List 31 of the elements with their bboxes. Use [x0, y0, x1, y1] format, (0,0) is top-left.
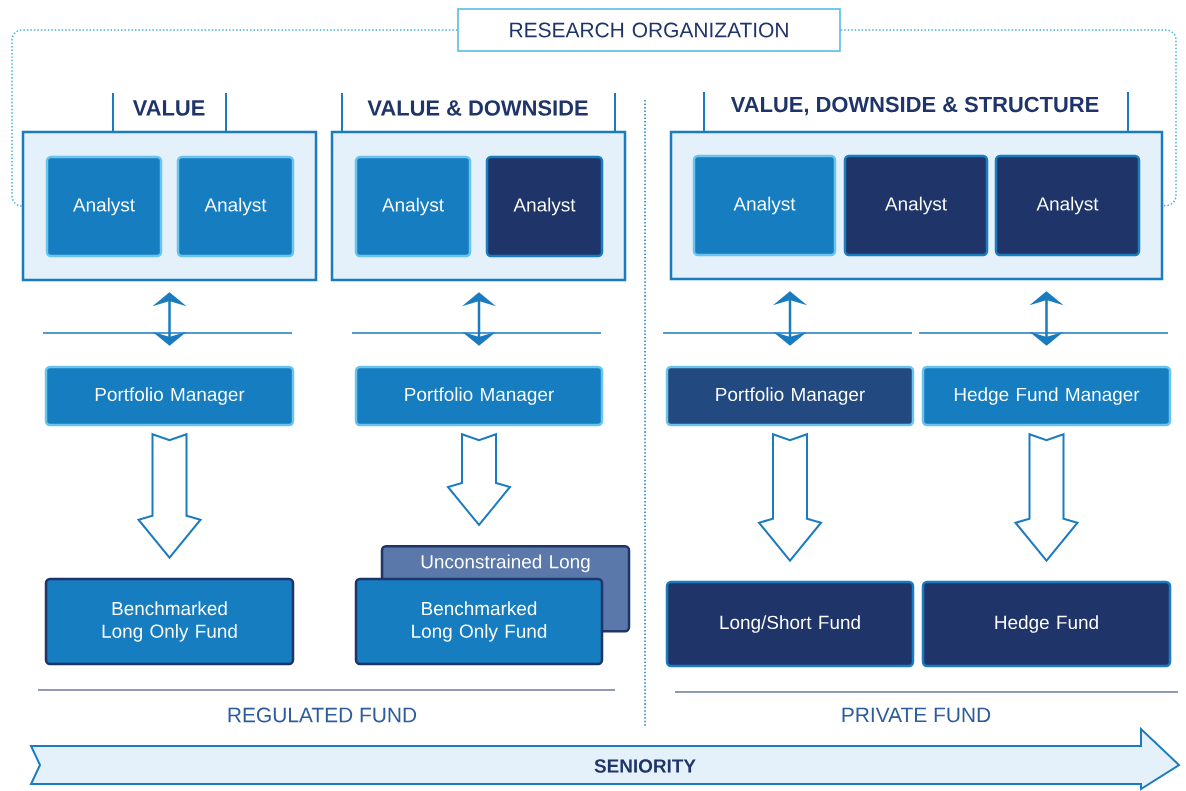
fund-box: Hedge Fund [921, 580, 1172, 668]
section-label: REGULATED FUND [228, 707, 417, 723]
manager-box: Portfolio Manager [44, 365, 295, 427]
fund-box: Benchmarked Long Only Fund [354, 577, 604, 666]
double-arrow [1029, 291, 1064, 346]
analyst-box: Analyst [692, 154, 837, 257]
block-arrow [136, 432, 203, 560]
block-arrow [446, 432, 512, 527]
section-label: PRIVATE FUND [842, 707, 991, 723]
title-box: RESEARCH ORGANIZATION [457, 8, 841, 52]
bracket-heading: VALUE [112, 92, 227, 133]
analyst-box: Analyst [176, 155, 295, 258]
analyst-box: Analyst [354, 155, 472, 258]
analyst-box: Analyst [843, 154, 989, 257]
double-arrow [152, 292, 187, 346]
connector-line [11, 29, 458, 207]
double-arrow [772, 291, 808, 346]
section-label: SENIORITY [594, 759, 696, 773]
fund-box: Benchmarked Long Only Fund [44, 577, 295, 666]
analyst-box: Analyst [994, 154, 1141, 257]
block-arrow [1013, 432, 1080, 563]
double-arrow [461, 292, 497, 346]
analyst-box: Analyst [45, 155, 163, 258]
bracket-heading: VALUE & DOWNSIDE [341, 92, 616, 133]
block-arrow [757, 432, 823, 563]
bracket-heading: VALUE, DOWNSIDE & STRUCTURE [703, 91, 1129, 133]
analyst-box: Analyst [485, 155, 604, 258]
manager-box: Portfolio Manager [665, 365, 915, 427]
manager-box: Portfolio Manager [354, 365, 604, 427]
fund-box: Long/Short Fund [665, 580, 915, 668]
manager-box: Hedge Fund Manager [921, 365, 1172, 427]
